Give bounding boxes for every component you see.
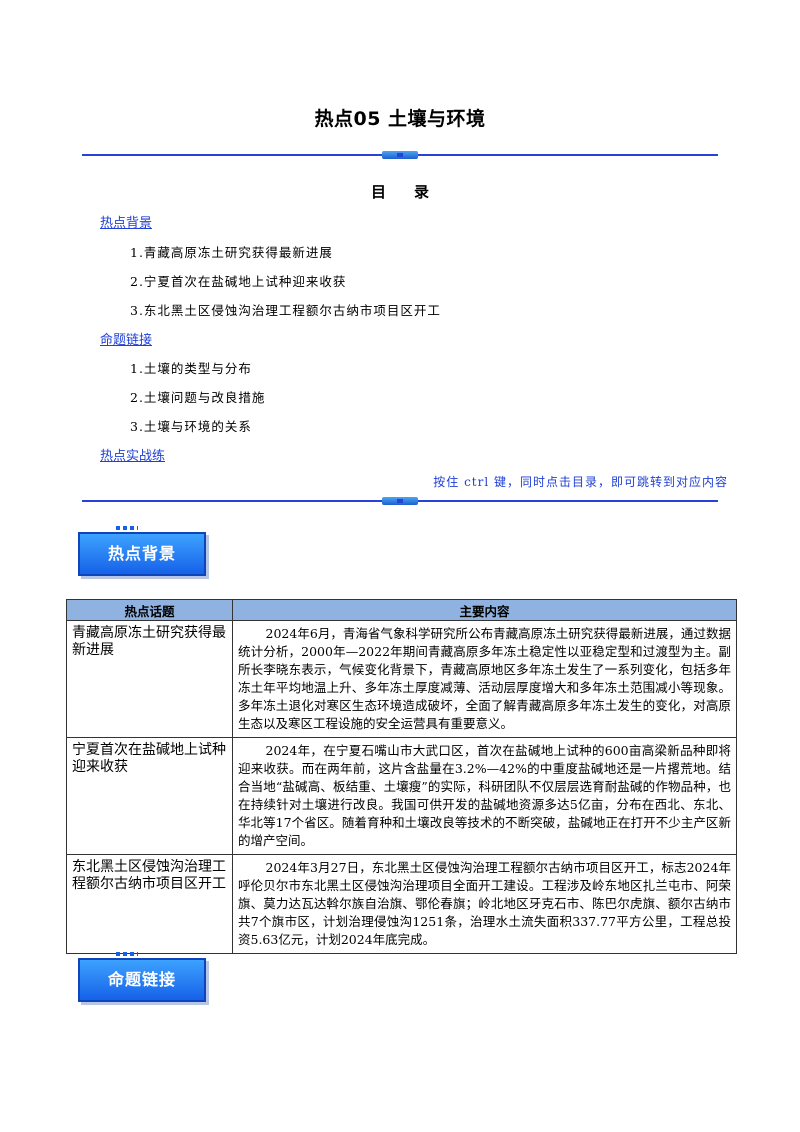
content-cell: 2024年，在宁夏石嘴山市大武口区，首次在盐碱地上试种的600亩高梁新品种即将迎… [232,737,737,855]
table-header-row: 热点话题 主要内容 [66,599,737,621]
badge-label: 热点背景 [107,544,176,563]
section-badge-links: 命题链接 [78,952,206,1002]
toc-item[interactable]: 3.土壤与环境的关系 [130,419,252,434]
toc-link-hot-background[interactable]: 热点背景 [100,216,153,231]
section-badge-background: 热点背景 [78,526,206,576]
divider-tab [382,151,418,159]
toc-heading: 目录 [370,183,457,201]
header-topic: 热点话题 [66,599,233,621]
ctrl-click-tip: 按住 ctrl 键，同时点击目录，即可跳转到对应内容 [433,475,728,489]
table-row: 青藏高原冻土研究获得最新进展 2024年6月，青海省气象科学研究所公布青藏高原冻… [66,620,737,738]
topic-cell: 青藏高原冻土研究获得最新进展 [66,620,233,738]
toc-link-question-links[interactable]: 命题链接 [100,333,153,348]
divider-tab [382,497,418,505]
toc-item[interactable]: 2.宁夏首次在盐碱地上试种迎来收获 [130,274,347,289]
badge-label: 命题链接 [107,970,176,989]
toc-link-practice[interactable]: 热点实战练 [100,449,166,464]
topic-cell: 宁夏首次在盐碱地上试种迎来收获 [66,737,233,855]
header-content: 主要内容 [232,599,737,621]
toc-item[interactable]: 1.土壤的类型与分布 [130,361,252,376]
hot-topics-table: 热点话题 主要内容 青藏高原冻土研究获得最新进展 2024年6月，青海省气象科学… [66,599,737,954]
table-row: 宁夏首次在盐碱地上试种迎来收获 2024年，在宁夏石嘴山市大武口区，首次在盐碱地… [66,737,737,855]
top-divider [82,151,718,159]
bottom-divider [82,497,718,505]
page-title: 热点05 土壤与环境 [314,108,486,130]
content-cell: 2024年6月，青海省气象科学研究所公布青藏高原冻土研究获得最新进展，通过数据统… [232,620,737,738]
toc-item[interactable]: 3.东北黑土区侵蚀沟治理工程额尔古纳市项目区开工 [130,303,441,318]
badge-dots [116,952,138,956]
topic-cell: 东北黑土区侵蚀沟治理工程额尔古纳市项目区开工 [66,854,233,954]
toc-item[interactable]: 1.青藏高原冻土研究获得最新进展 [130,245,333,260]
badge-dots [116,526,138,530]
toc-item[interactable]: 2.土壤问题与改良措施 [130,390,266,405]
table-row: 东北黑土区侵蚀沟治理工程额尔古纳市项目区开工 2024年3月27日，东北黑土区侵… [66,854,737,954]
content-cell: 2024年3月27日，东北黑土区侵蚀沟治理工程额尔古纳市项目区开工，标志2024… [232,854,737,954]
